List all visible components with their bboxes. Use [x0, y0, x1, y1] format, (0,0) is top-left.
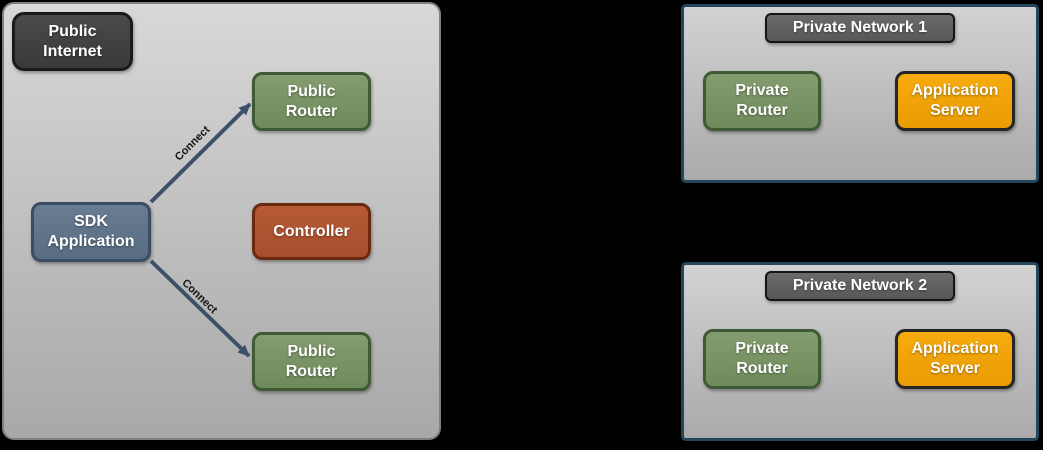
node-label-line: Public	[287, 82, 336, 100]
node-label-line: Public	[287, 342, 336, 360]
edge-label-connect-top: Connect	[173, 124, 213, 164]
node-private-router-2: Private Router	[703, 329, 821, 389]
node-private-router-1: Private Router	[703, 71, 821, 131]
panel-title-text: Private Network 2	[792, 277, 928, 294]
node-label-line: Application	[47, 233, 135, 250]
node-label-line: Router	[736, 360, 788, 377]
node-label-line: Public	[48, 22, 97, 40]
node-label-line: Router	[736, 102, 788, 119]
node-label-line: Router	[285, 362, 338, 380]
node-label-line: Server	[930, 102, 980, 119]
node-label-line: Controller	[273, 222, 350, 240]
node-label-line: SDK	[74, 213, 108, 230]
private-network-1-zone: Private Network 1 Private Router Applica…	[681, 4, 1039, 183]
node-label-line: Application	[911, 82, 999, 99]
node-application-server-1: Application Server	[895, 71, 1015, 131]
public-internet-zone: Connect Connect Public Internet Public R…	[2, 2, 441, 440]
node-application-server-2: Application Server	[895, 329, 1015, 389]
node-label-line: Server	[930, 360, 980, 377]
node-sdk-application: SDK Application	[31, 202, 151, 262]
node-label-line: Internet	[43, 42, 102, 60]
node-public-router-top: Public Router	[252, 72, 371, 131]
panel-title-text: Private Network 1	[792, 19, 928, 36]
node-public-router-bottom: Public Router	[252, 332, 371, 391]
edge-label-connect-bottom: Connect	[179, 277, 219, 316]
private-network-2-zone: Private Network 2 Private Router Applica…	[681, 262, 1039, 441]
node-public-internet: Public Internet	[12, 12, 133, 71]
edge-sdk-to-router-bottom	[149, 259, 251, 358]
node-label-line: Application	[911, 340, 999, 357]
private-network-2-title: Private Network 2	[765, 271, 955, 301]
node-label-line: Private	[735, 82, 789, 99]
private-network-1-title: Private Network 1	[765, 13, 955, 43]
node-controller: Controller	[252, 203, 371, 260]
node-label-line: Private	[735, 340, 789, 357]
edge-sdk-to-router-top	[149, 102, 252, 204]
node-label-line: Router	[285, 102, 338, 120]
